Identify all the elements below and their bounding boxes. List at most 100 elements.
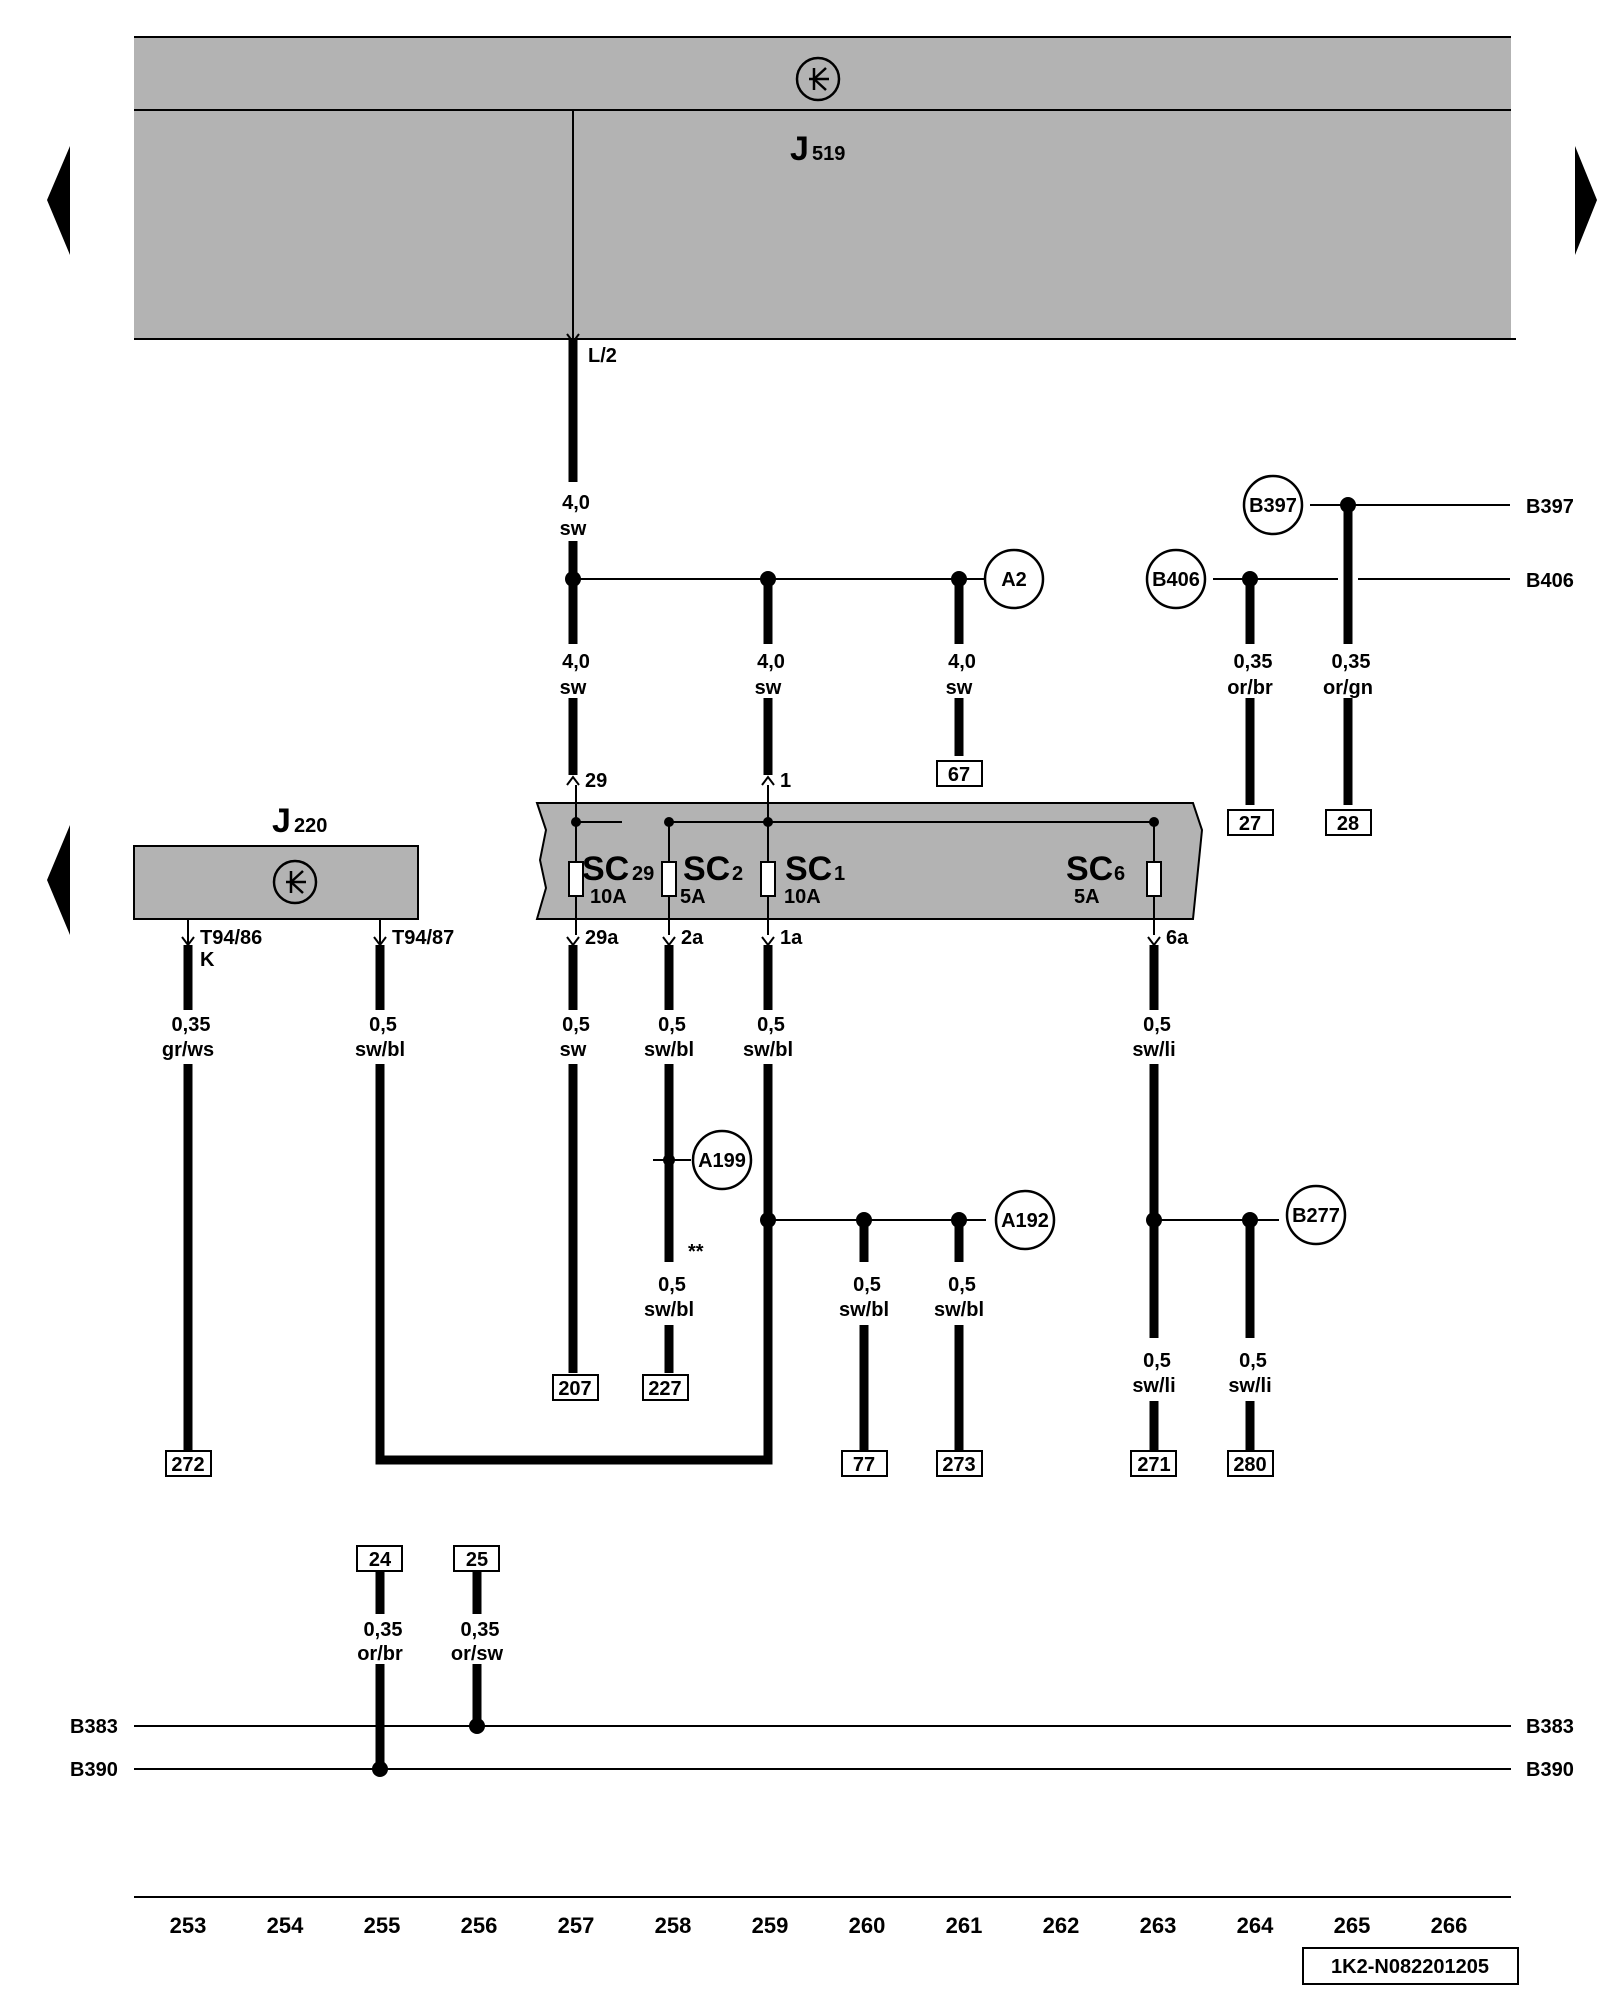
wire-color: sw/bl [839,1299,889,1321]
electronic-symbol-icon [272,859,318,905]
ref-67[interactable]: 67 [936,760,983,787]
wire-size: 0,5 [1143,1350,1171,1372]
wire-size: 0,35 [172,1014,211,1036]
wire-color: sw/bl [644,1299,694,1321]
connection-a199[interactable]: A199 [691,1129,753,1191]
fuse-sc6-num: 6 [1114,863,1125,885]
fuse-sc1-icon [760,861,776,897]
pin-2a-label: 2a [681,927,704,949]
junction-dots [372,497,1356,1777]
wire-size: 0,5 [658,1014,686,1036]
ref-25-label: 25 [466,1549,488,1571]
fuse-sc6-icon [1146,861,1162,897]
connection-a2[interactable]: A2 [983,548,1045,610]
fuse-sc29-name: SC [582,850,629,888]
ref-24[interactable]: 24 [356,1545,403,1572]
wire-size: 0,5 [757,1014,785,1036]
wire-size: 0,5 [1143,1014,1171,1036]
ref-280[interactable]: 280 [1227,1450,1274,1477]
wire-color: sw/bl [355,1039,405,1061]
bus-b390-right-label: B390 [1526,1759,1574,1781]
wire-size: 4,0 [757,651,785,673]
pin-arrows [181,333,1161,947]
nav-left-arrow-top[interactable] [47,146,70,255]
nav-right-arrow-top[interactable] [1575,146,1597,255]
j220-letter: J [272,802,291,840]
column-number: 266 [1431,1913,1468,1938]
j220-control-unit: J 220 [133,802,419,920]
column-number: 263 [1140,1913,1177,1938]
fuse-box-sc: SC 29 10A SC 2 5A SC 1 10A SC 6 5A [535,785,1204,935]
wire-color: sw/bl [644,1039,694,1061]
pin-l2-label: L/2 [588,345,617,367]
fuse-sc2-icon [661,861,677,897]
nav-left-arrow-mid[interactable] [47,825,70,935]
ref-273-label: 273 [942,1454,975,1476]
connection-a199-label: A199 [698,1150,746,1172]
column-number: 259 [752,1913,789,1938]
fuse-sc29-num: 29 [632,863,654,885]
j519-control-unit: J 519 [134,36,1516,340]
wire-size: 4,0 [562,651,590,673]
ref-271-label: 271 [1137,1454,1170,1476]
ref-27[interactable]: 27 [1227,809,1274,836]
wire-color: sw [560,1039,587,1061]
bus-b397-label: B397 [1526,496,1574,518]
fuse-sc1-num: 1 [834,863,845,885]
drawing-id-box: 1K2-N082201205 [1302,1947,1519,1985]
fuse-sc1-rating: 10A [784,886,821,908]
connection-b397-label: B397 [1249,495,1297,517]
wire-color: or/br [357,1643,403,1665]
column-number: 257 [558,1913,595,1938]
ref-272[interactable]: 272 [165,1450,212,1477]
ref-77[interactable]: 77 [841,1450,888,1477]
connection-b397[interactable]: B397 [1242,474,1304,536]
wire-color: sw/bl [743,1039,793,1061]
ref-28[interactable]: 28 [1325,809,1372,836]
ref-27-label: 27 [1239,813,1261,835]
ref-24-label: 24 [369,1549,392,1571]
reference-boxes: 67 27 28 207 227 272 77 273 271 280 24 2… [165,760,1372,1572]
pin-6a-label: 6a [1166,927,1189,949]
j220-subscript: 220 [294,815,327,837]
electronic-symbol-icon [795,56,841,102]
ref-227[interactable]: 227 [642,1374,689,1401]
note-marker: ** [688,1241,704,1263]
fuse-sc6-name: SC [1066,850,1113,888]
bus-b390-left-label: B390 [70,1759,118,1781]
wire-size: 0,5 [369,1014,397,1036]
connection-a192[interactable]: A192 [994,1189,1056,1251]
pin-t9487-label: T94/87 [392,927,454,949]
connection-b277[interactable]: B277 [1285,1184,1347,1246]
column-number: 261 [946,1913,983,1938]
ref-28-label: 28 [1337,813,1359,835]
column-number: 256 [461,1913,498,1938]
ref-227-label: 227 [648,1378,681,1400]
ref-207-label: 207 [558,1378,591,1400]
wire-color: or/br [1227,677,1273,699]
wire-color: sw [560,677,587,699]
wire-color: sw [560,518,587,540]
column-number: 258 [655,1913,692,1938]
connection-b406-label: B406 [1152,569,1200,591]
thin-connections [134,110,1511,1898]
column-number: 264 [1237,1913,1274,1938]
ref-273[interactable]: 273 [936,1450,983,1477]
wire-size: 0,35 [1234,651,1273,673]
connection-a2-label: A2 [1001,569,1027,591]
thick-wires [183,339,1353,1769]
column-number: 253 [170,1913,207,1938]
ref-25[interactable]: 25 [453,1545,500,1572]
bus-b383-left-label: B383 [70,1716,118,1738]
ref-271[interactable]: 271 [1130,1450,1177,1477]
column-number: 262 [1043,1913,1080,1938]
wire-size: 4,0 [948,651,976,673]
connection-a192-label: A192 [1001,1210,1049,1232]
column-number: 255 [364,1913,401,1938]
fuse-sc6-rating: 5A [1074,886,1100,908]
connection-b406[interactable]: B406 [1145,548,1207,610]
ref-207[interactable]: 207 [552,1374,599,1401]
fuse-sc1-name: SC [785,850,832,888]
ref-280-label: 280 [1233,1454,1266,1476]
